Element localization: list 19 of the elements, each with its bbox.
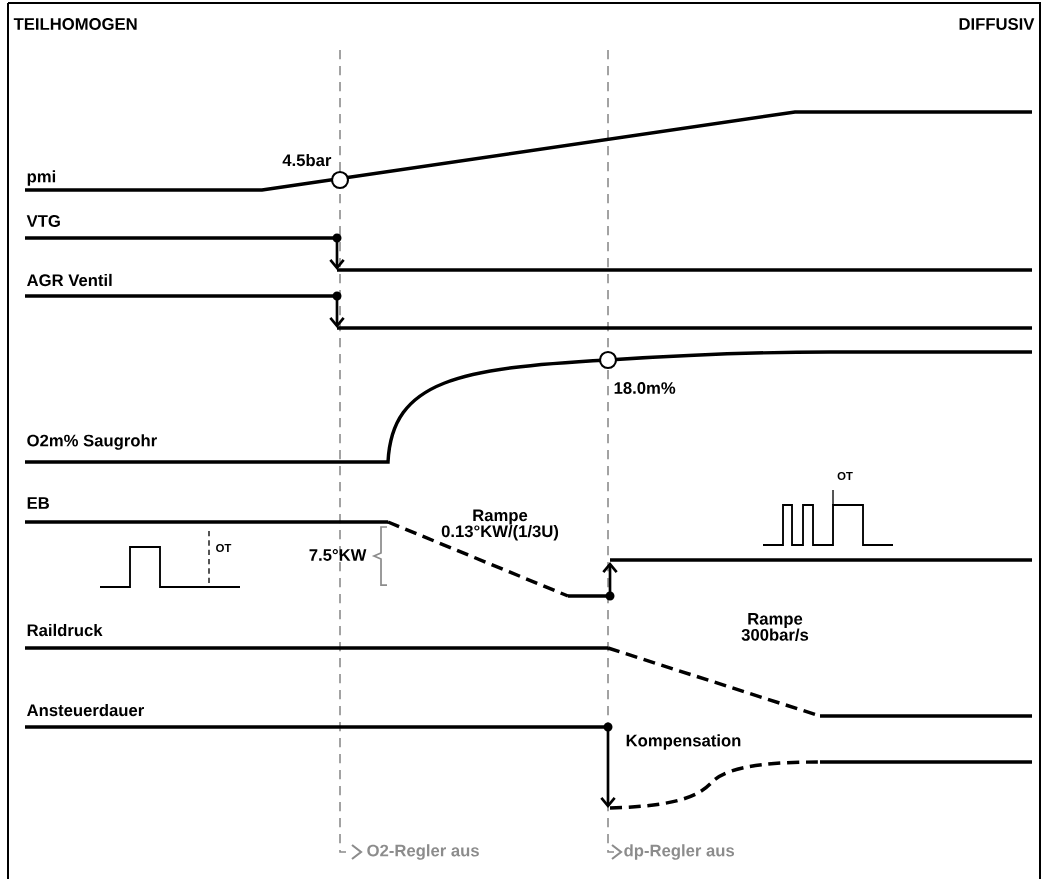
signal-label: Raildruck (27, 623, 103, 637)
ramp-label: Rampe 0.13°KW/(1/3U) (441, 509, 559, 541)
value-label: 18.0m% (614, 382, 676, 394)
signal-label: pmi (27, 170, 56, 186)
value-label: 4.5bar (282, 153, 332, 167)
event-label: O2-Regler aus (367, 844, 479, 860)
phase-label: TEILHOMOGEN (13, 18, 137, 30)
signal-label: EB (27, 497, 49, 509)
event-label: dp-Regler aus (624, 844, 735, 860)
signal-label: VTG (26, 215, 60, 227)
ramp-label: Rampe 300bar/s (741, 613, 809, 641)
signal-label: Ansteuerdauer (27, 703, 144, 717)
value-label: 7.5°KW (309, 549, 367, 561)
signal-label: AGR Ventil (27, 273, 112, 287)
phase-label: DIFFUSIV (959, 18, 1035, 30)
note-label: Kompensation (626, 734, 741, 750)
marker-label: OT (216, 544, 232, 552)
signal-label: O2m% Saugrohr (27, 434, 157, 450)
marker-label: OT (837, 472, 853, 480)
